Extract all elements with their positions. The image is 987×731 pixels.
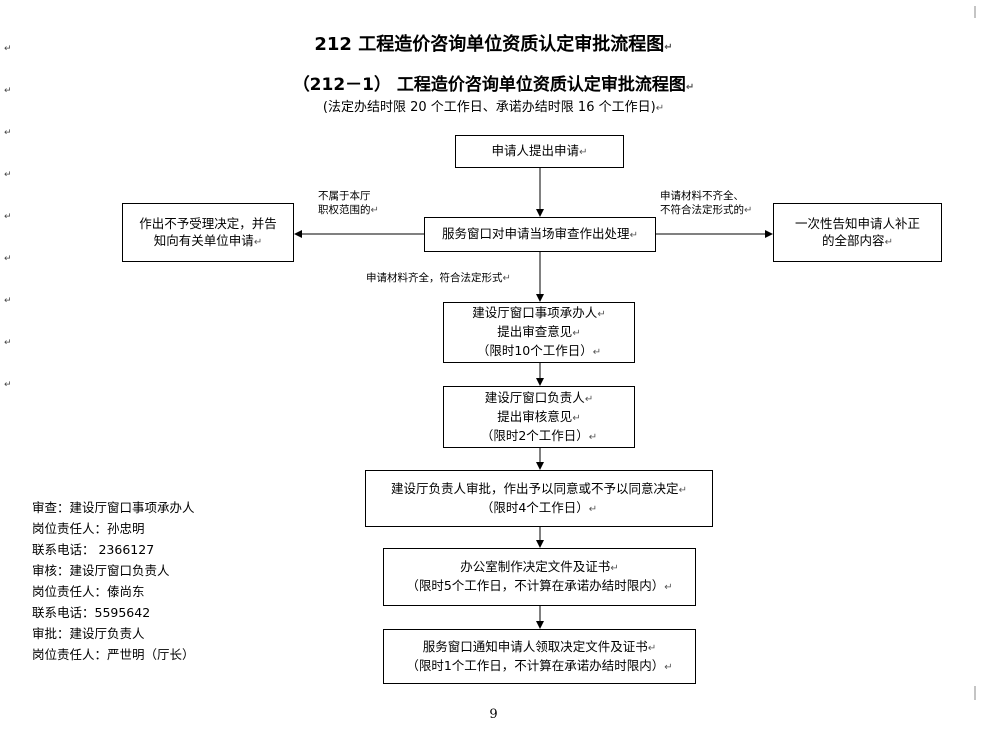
paragraph-mark: ↵ bbox=[4, 254, 12, 264]
paragraph-mark: ↵ bbox=[4, 44, 12, 54]
step-office-documents: 办公室制作决定文件及证书↵ （限时5个工作日，不计算在承诺办结时限内）↵ bbox=[383, 548, 696, 606]
contact-line: 审核：建设厅窗口负责人 bbox=[32, 563, 170, 578]
page-title: 212 工程造价咨询单位资质认定审批流程图↵ bbox=[314, 34, 673, 55]
contact-line: 岗位责任人：严世明（厅长） bbox=[32, 647, 195, 662]
paragraph-mark: ↵ bbox=[4, 212, 12, 222]
step-dept-head-approval: 建设厅负责人审批，作出予以同意或不予以同意决定↵ （限时4个工作日）↵ bbox=[365, 470, 713, 527]
step-apply: 申请人提出申请↵ bbox=[455, 135, 624, 168]
paragraph-mark: ↵ bbox=[4, 338, 12, 348]
paragraph-mark: ↵ bbox=[4, 86, 12, 96]
page-number: 9 bbox=[489, 707, 498, 722]
step-window-head-audit: 建设厅窗口负责人↵ 提出审核意见↵ （限时2个工作日）↵ bbox=[443, 386, 635, 448]
outcome-notify-supplement: 一次性告知申请人补正 的全部内容↵ bbox=[773, 203, 942, 262]
paragraph-mark: ↵ bbox=[4, 128, 12, 138]
label-complete-materials: 申请材料齐全，符合法定形式↵ bbox=[366, 272, 511, 284]
contact-line: 岗位责任人：孙忠明 bbox=[32, 521, 145, 536]
time-limits-note: (法定办结时限 20 个工作日、承诺办结时限 16 个工作日)↵ bbox=[322, 100, 665, 115]
label-out-of-scope: 不属于本厅 职权范围的↵ bbox=[318, 190, 379, 216]
step-window-review: 服务窗口对申请当场审查作出处理↵ bbox=[424, 217, 656, 252]
outcome-reject: 作出不予受理决定，并告 知向有关单位申请↵ bbox=[122, 203, 294, 262]
paragraph-mark: ↵ bbox=[4, 380, 12, 390]
contact-line: 联系电话： 2366127 bbox=[32, 542, 155, 557]
contact-line: 岗位责任人：傣尚东 bbox=[32, 584, 145, 599]
label-incomplete-materials: 申请材料不齐全、 不符合法定形式的↵ bbox=[660, 190, 753, 216]
flowchart-title: （212－1） 工程造价咨询单位资质认定审批流程图↵ bbox=[292, 75, 695, 95]
contact-line: 审批：建设厅负责人 bbox=[32, 626, 145, 641]
step-handler-review: 建设厅窗口事项承办人↵ 提出审查意见↵ （限时10个工作日）↵ bbox=[443, 302, 635, 363]
step-notify-pickup: 服务窗口通知申请人领取决定文件及证书↵ （限时1个工作日，不计算在承诺办结时限内… bbox=[383, 629, 696, 684]
paragraph-mark: ↵ bbox=[4, 170, 12, 180]
contact-line: 联系电话：5595642 bbox=[32, 605, 151, 620]
paragraph-mark: ↵ bbox=[4, 296, 12, 306]
contact-line: 审查：建设厅窗口事项承办人 bbox=[32, 500, 195, 515]
